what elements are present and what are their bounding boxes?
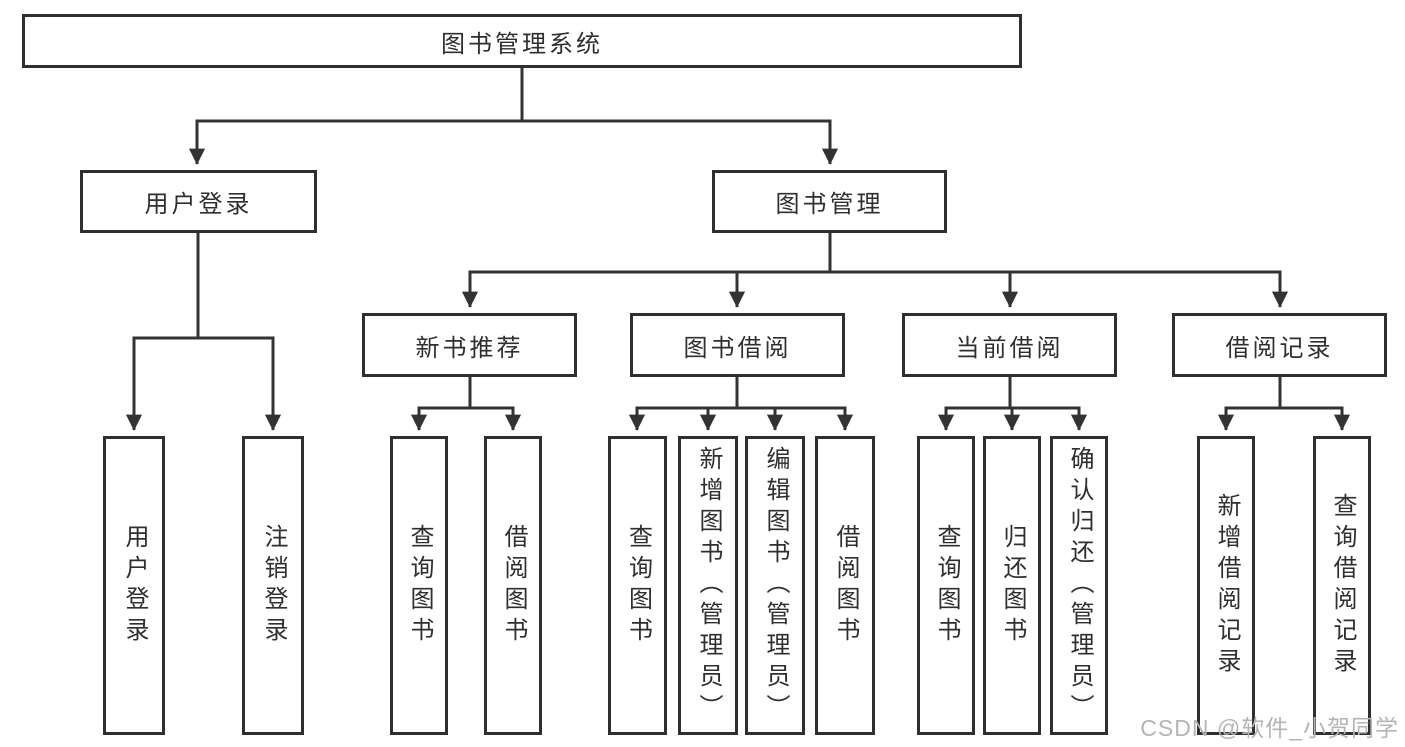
leaf-borrow-borrow-books: 借阅图书 <box>815 436 875 735</box>
connector-current-branch <box>944 377 1081 410</box>
leaf-newbook-query-books: 查询图书 <box>390 436 448 735</box>
connector-record-branch <box>1224 377 1344 410</box>
node-borrow-record: 借阅记录 <box>1172 313 1387 377</box>
leaf-record-query-record: 查询借阅记录 <box>1313 436 1371 735</box>
node-new-book-recommend: 新书推荐 <box>362 313 577 377</box>
csdn-watermark: CSDN @软件_小贺同学 <box>1140 715 1399 741</box>
leaf-current-query-books: 查询图书 <box>917 436 975 735</box>
node-root: 图书管理系统 <box>22 14 1022 68</box>
leaf-record-add-record: 新增借阅记录 <box>1197 436 1255 735</box>
connector-borrow-branch <box>635 377 847 410</box>
node-current-borrow: 当前借阅 <box>902 313 1117 377</box>
node-book-borrow: 图书借阅 <box>630 313 845 377</box>
leaf-borrow-edit-books-admin: 编辑图书（管理员） <box>745 436 805 735</box>
connector-root-branch <box>195 68 832 123</box>
connector-newbook-branch <box>417 377 515 410</box>
node-user-login-group: 用户登录 <box>80 170 317 233</box>
leaf-newbook-borrow-books: 借阅图书 <box>484 436 542 735</box>
node-book-management: 图书管理 <box>712 170 947 233</box>
leaf-current-return-books: 归还图书 <box>983 436 1041 735</box>
connector-bookmgmt-branch <box>468 233 1282 274</box>
leaf-borrow-query-books: 查询图书 <box>608 436 667 735</box>
leaf-logout: 注销登录 <box>242 436 304 735</box>
leaf-user-login: 用户登录 <box>103 436 165 735</box>
leaf-borrow-add-books-admin: 新增图书（管理员） <box>678 436 738 735</box>
connector-userlogin-branch <box>132 233 275 340</box>
leaf-current-confirm-return-admin: 确认归还（管理员） <box>1050 436 1108 735</box>
